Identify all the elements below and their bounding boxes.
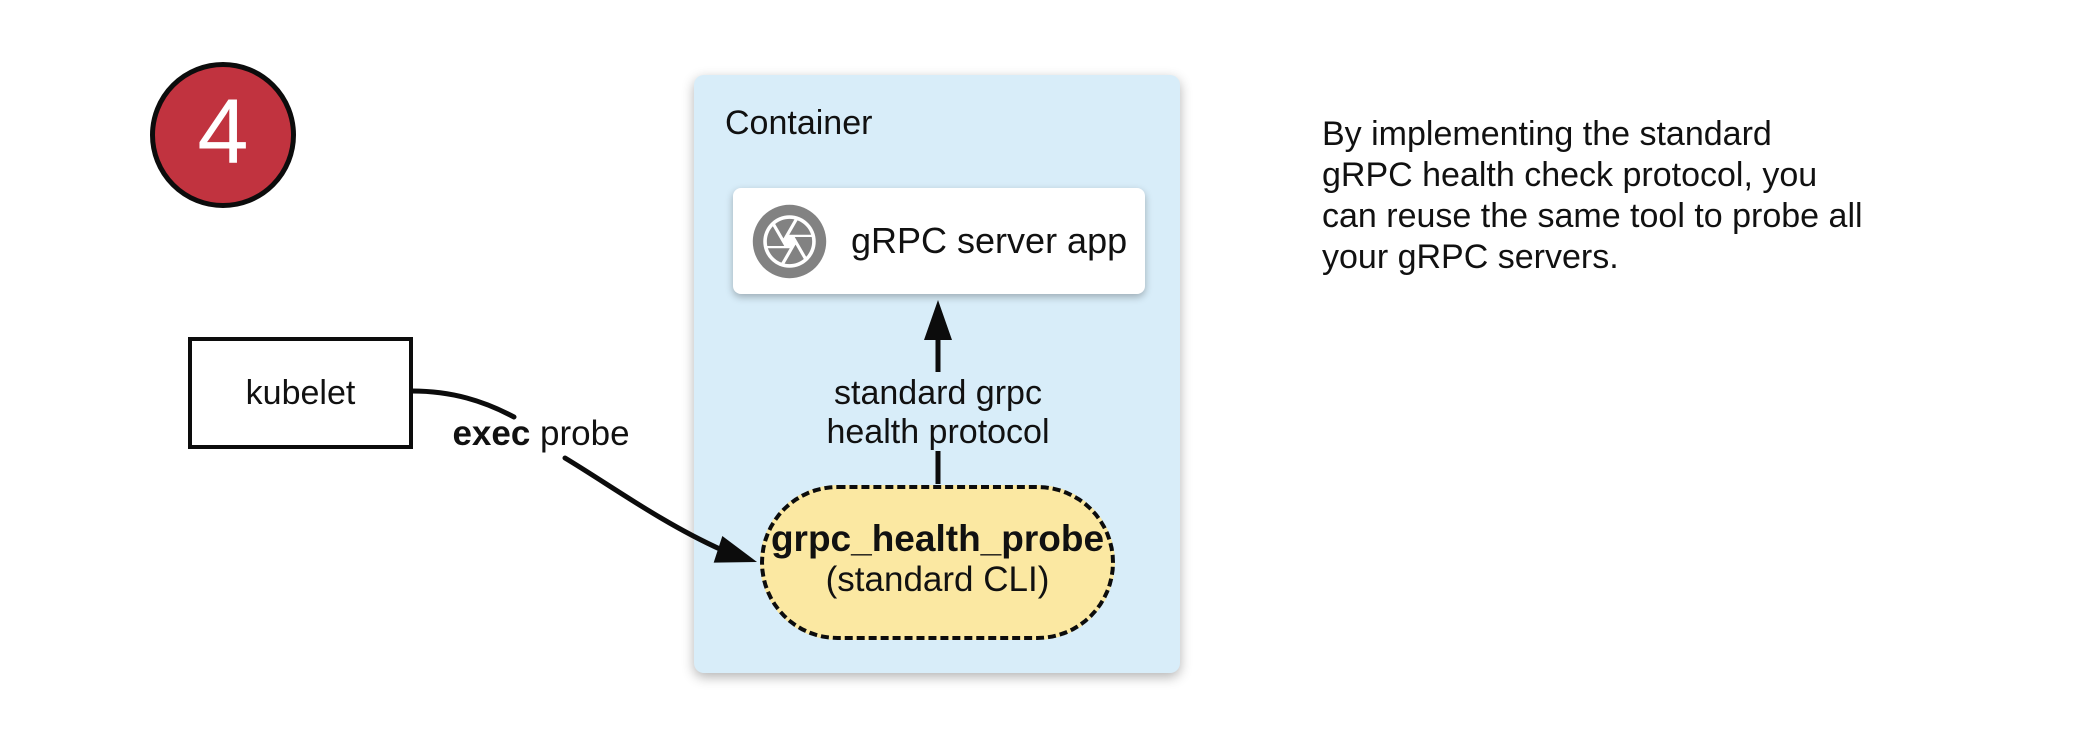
step-number-badge: 4 (150, 62, 296, 208)
step-number: 4 (197, 81, 249, 183)
exec-probe-edge-label: exec probe (426, 414, 656, 454)
exec-probe-label-bold: exec (452, 414, 531, 453)
container-title: Container (725, 104, 873, 142)
aperture-shutter-icon (752, 204, 827, 278)
grpc-health-probe-node: grpc_health_probe (standard CLI) (760, 485, 1115, 640)
kubelet-node: kubelet (188, 337, 413, 449)
kubelet-label: kubelet (245, 373, 356, 412)
grpc-server-app-label: gRPC server app (851, 220, 1128, 261)
grpc-health-probe-title: grpc_health_probe (770, 517, 1105, 559)
protocol-edge-label: standard grpc health protocol (826, 374, 1050, 451)
grpc-server-app-node: gRPC server app (733, 188, 1145, 294)
side-note-text: By implementing the standard gRPC health… (1322, 115, 1863, 276)
grpc-health-probe-subtitle: (standard CLI) (825, 559, 1050, 599)
exec-probe-label-rest: probe (530, 414, 630, 453)
container-group: Container gRPC server app grpc_health_pr… (694, 75, 1180, 673)
